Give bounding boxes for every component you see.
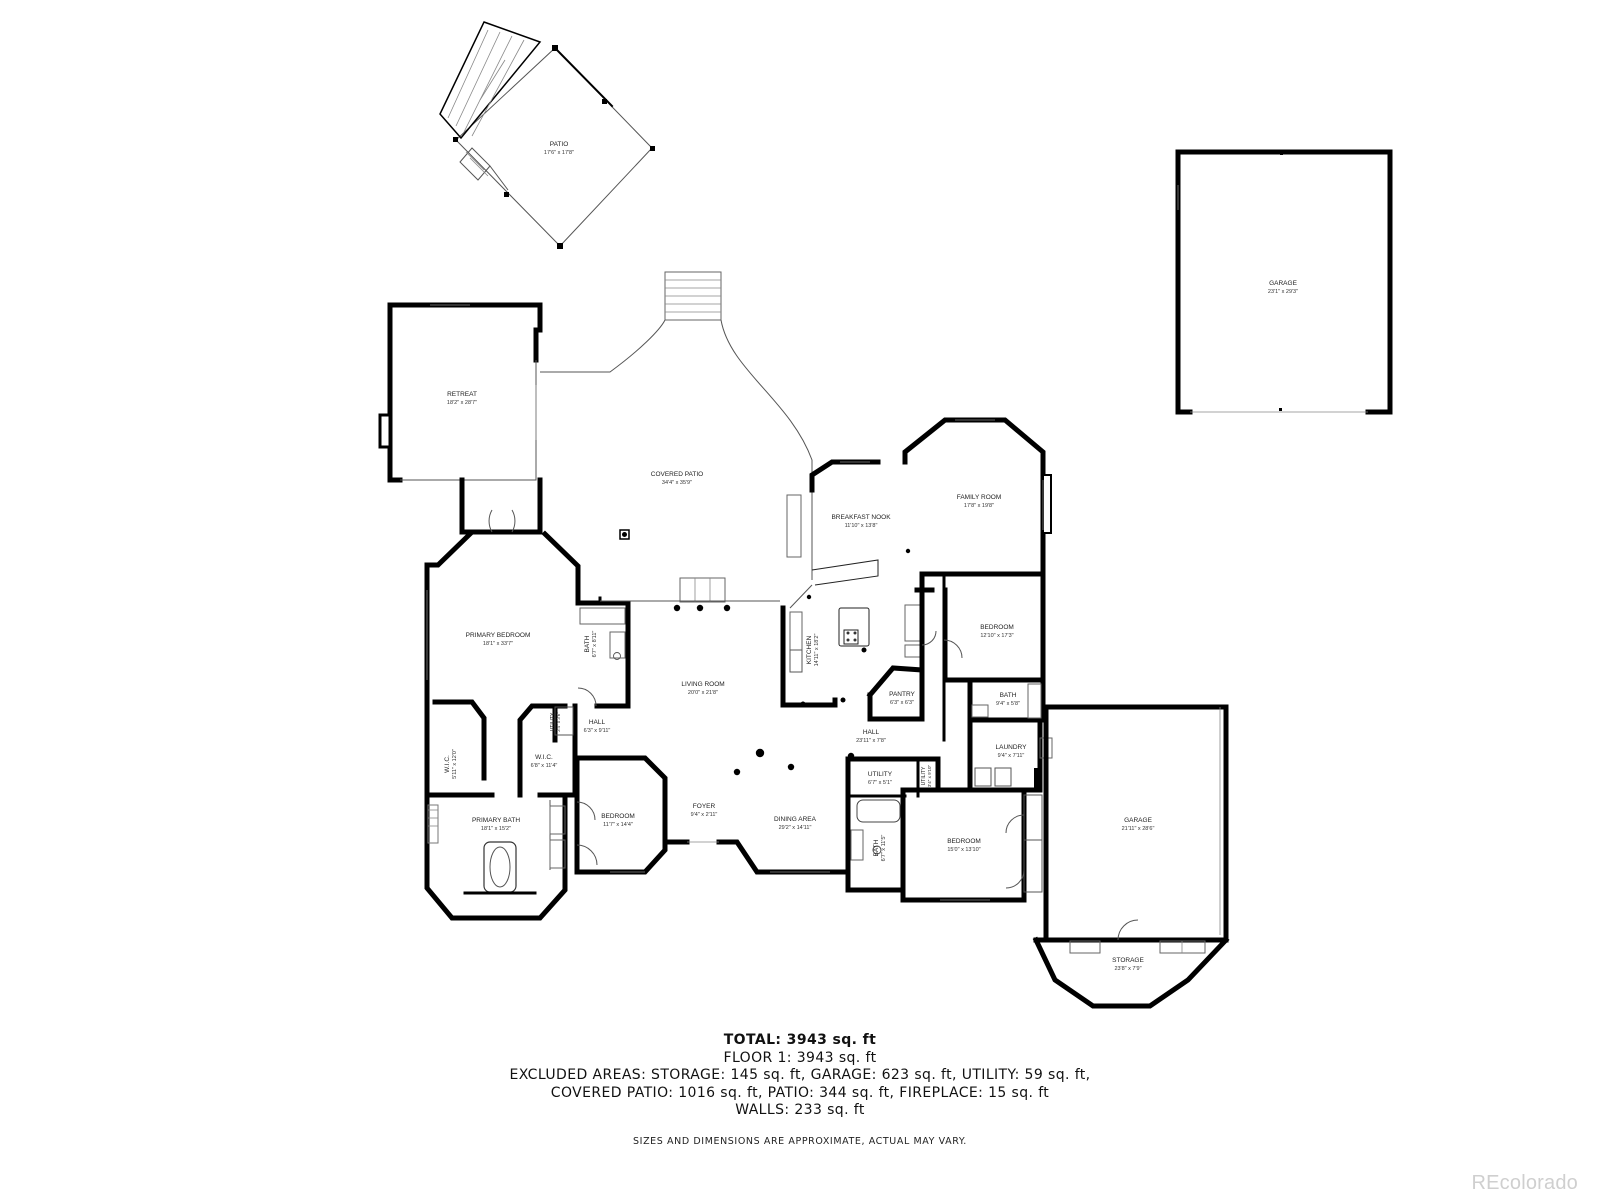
room-label-living-room: LIVING ROOM xyxy=(681,681,724,688)
room-dim-utility-2: 3'4" x 9'10" xyxy=(927,765,932,788)
room-label-utility-mid: UTILITY xyxy=(550,712,556,731)
room-dim-patio: 17'6" x 17'8" xyxy=(544,150,574,156)
room-dim-wic-west: 5'11" x 12'0" xyxy=(452,749,458,779)
room-label-foyer: FOYER xyxy=(693,803,716,810)
room-label-bedroom-se: BEDROOM xyxy=(947,838,981,845)
room-label-bedroom-sw: BEDROOM xyxy=(601,813,635,820)
room-label-primary-bedroom: PRIMARY BEDROOM xyxy=(466,632,531,639)
room-label-bedroom-east: BEDROOM xyxy=(980,624,1014,631)
room-label-dining-area: DINING AREA xyxy=(774,816,817,823)
room-dim-family-room: 17'8" x 19'8" xyxy=(964,503,994,509)
room-dim-primary-bath: 18'1" x 15'2" xyxy=(481,826,511,832)
east-wing-walls xyxy=(914,571,1053,793)
room-dim-garage-detached: 23'1" x 29'3" xyxy=(1268,289,1298,295)
room-label-hall-west: HALL xyxy=(589,719,606,726)
retreat-walls xyxy=(378,302,543,535)
room-label-hall-center: HALL xyxy=(863,729,880,736)
attached-garage xyxy=(1032,704,1230,1009)
room-label-storage: STORAGE xyxy=(1112,957,1144,964)
room-dim-utility-1: 6'7" x 5'1" xyxy=(868,780,892,786)
center-walls xyxy=(574,596,855,875)
room-label-garage-attached: GARAGE xyxy=(1124,817,1152,824)
detached-garage xyxy=(1175,149,1393,415)
disclaimer: SIZES AND DIMENSIONS ARE APPROXIMATE, AC… xyxy=(633,1136,967,1147)
room-label-patio: PATIO xyxy=(550,141,569,148)
room-dim-covered-patio: 34'4" x 35'9" xyxy=(662,480,692,486)
room-dim-hall-center: 23'11" x 7'8" xyxy=(856,738,886,744)
room-label-bath-east: BATH xyxy=(1000,692,1017,699)
bath-hall-walls xyxy=(552,600,631,743)
room-dim-bath-east: 9'4" x 5'8" xyxy=(996,701,1020,707)
excluded-areas-line2: COVERED PATIO: 1016 sq. ft, PATIO: 344 s… xyxy=(550,1084,1050,1101)
room-label-utility-2: UTILITY xyxy=(921,766,927,785)
room-dim-retreat: 18'2" x 28'7" xyxy=(447,400,477,406)
room-dim-bedroom-east: 12'10" x 17'3" xyxy=(980,633,1013,639)
covered-patio-outline xyxy=(540,271,813,603)
room-label-covered-patio: COVERED PATIO xyxy=(651,471,704,478)
room-dim-utility-mid: 3'4" x 3'6" xyxy=(556,712,561,732)
room-dim-bedroom-sw: 11'7" x 14'4" xyxy=(603,822,633,828)
room-label-wic-west: W.I.C. xyxy=(444,755,451,773)
kitchen-family-walls xyxy=(780,417,1052,722)
room-label-breakfast-nook: BREAKFAST NOOK xyxy=(831,514,891,521)
room-dim-bath-1: 6'7" x 8'11" xyxy=(592,631,598,658)
room-dim-wic-mid: 6'8" x 11'4" xyxy=(531,763,558,769)
room-label-retreat: RETREAT xyxy=(447,391,477,398)
room-dim-laundry: 9'4" x 7'11" xyxy=(998,753,1025,759)
room-label-bath-1: BATH xyxy=(584,635,591,652)
room-dim-storage: 23'8" x 7'9" xyxy=(1114,966,1141,972)
room-dim-foyer: 9'4" x 2'11" xyxy=(691,812,718,818)
walls-area: WALLS: 233 sq. ft xyxy=(735,1102,865,1118)
room-dim-living-room: 20'0" x 21'8" xyxy=(688,690,718,696)
room-dim-breakfast-nook: 11'10" x 13'8" xyxy=(845,523,878,529)
room-label-kitchen: KITCHEN xyxy=(806,635,813,664)
total-area: TOTAL: 3943 sq. ft xyxy=(723,1032,877,1048)
excluded-areas-line1: EXCLUDED AREAS: STORAGE: 145 sq. ft, GAR… xyxy=(509,1067,1091,1083)
south-east-walls xyxy=(845,756,1043,903)
brand-watermark: REcolorado xyxy=(1471,1172,1578,1194)
room-dim-bath-south: 6'7" x 11'5" xyxy=(881,835,887,862)
room-label-primary-bath: PRIMARY BATH xyxy=(472,817,520,824)
room-dim-hall-west: 6'3" x 9'11" xyxy=(584,728,611,734)
room-dim-dining-area: 29'2" x 14'11" xyxy=(779,825,812,831)
floor-area: FLOOR 1: 3943 sq. ft xyxy=(723,1049,877,1066)
room-label-wic-mid: W.I.C. xyxy=(535,754,553,761)
room-label-utility-1: UTILITY xyxy=(868,771,893,778)
room-dim-primary-bedroom: 18'1" x 33'7" xyxy=(483,641,513,647)
room-label-family-room: FAMILY ROOM xyxy=(957,494,1002,501)
room-label-bath-south: BATH xyxy=(873,839,880,856)
room-dim-pantry: 6'3" x 6'3" xyxy=(890,700,914,706)
room-label-laundry: LAUNDRY xyxy=(996,744,1028,751)
room-labels: PATIO 17'6" x 17'8" GARAGE 23'1" x 29'3"… xyxy=(444,141,1298,972)
room-label-garage-detached: GARAGE xyxy=(1269,280,1297,287)
room-label-pantry: PANTRY xyxy=(889,691,915,698)
room-dim-bedroom-se: 15'0" x 13'10" xyxy=(947,847,980,853)
room-dim-garage-attached: 21'11" x 28'6" xyxy=(1122,826,1155,832)
room-dim-kitchen: 14'11" x 18'2" xyxy=(814,634,820,667)
area-summary: TOTAL: 3943 sq. ft FLOOR 1: 3943 sq. ft … xyxy=(0,1032,1600,1120)
patio-structure xyxy=(439,21,655,249)
